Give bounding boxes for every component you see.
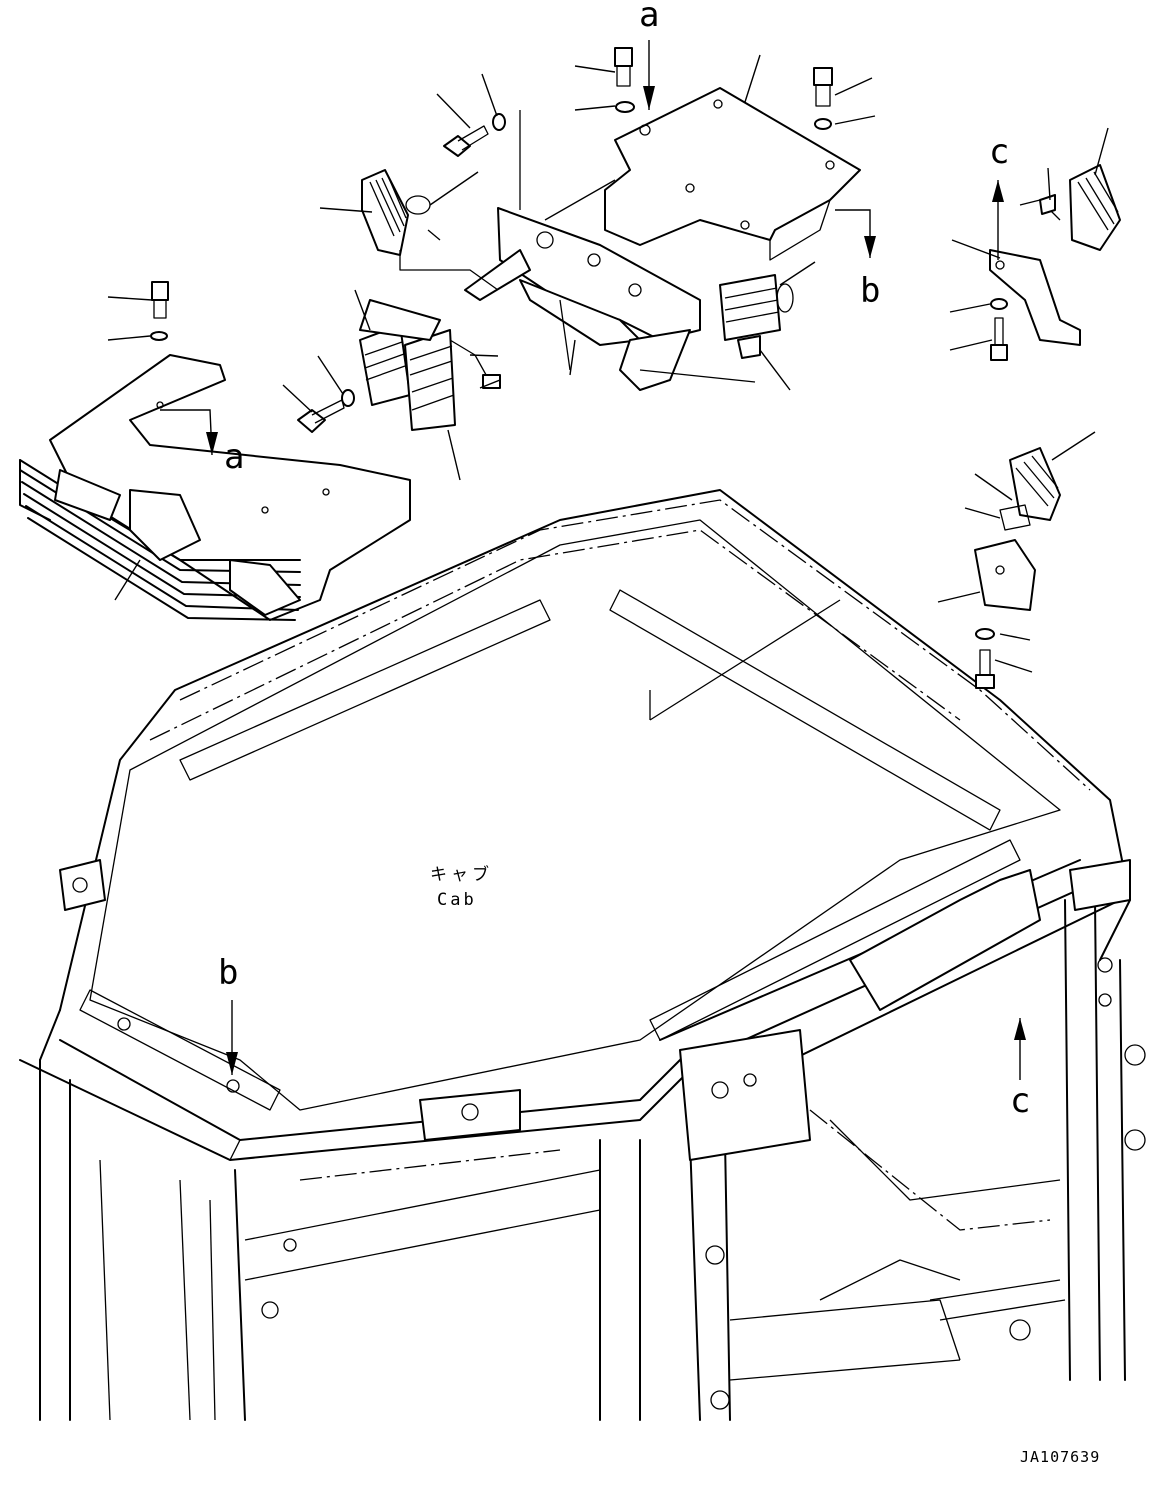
upper-plate: [604, 47, 861, 261]
work-lamp-right-upper: [989, 164, 1121, 361]
view-label-c-top: c: [989, 132, 1009, 172]
cab-label-jp: キャブ: [430, 864, 493, 885]
view-label-a-left: a: [224, 437, 244, 477]
cab-frame: [19, 489, 1146, 1421]
leader-lines: [107, 54, 1109, 673]
light-guard-assembly: [19, 354, 411, 621]
view-label-b-bottom: b: [218, 953, 238, 993]
drawing-number: JA107639: [1020, 1448, 1100, 1466]
left-fasteners: [150, 113, 506, 433]
view-label-a-top: a: [639, 0, 659, 35]
work-lamp-right-lower: [974, 447, 1061, 689]
double-work-lamp: [359, 299, 501, 431]
cab-label-en: Cab: [437, 890, 477, 910]
view-arrows: [160, 40, 1026, 1080]
work-lamp-left: [361, 169, 499, 291]
view-label-b-right: b: [860, 271, 880, 311]
view-label-c-bottom: c: [1010, 1081, 1030, 1121]
work-lamp-center: [719, 274, 794, 359]
light-mount-bracket: [464, 207, 756, 391]
